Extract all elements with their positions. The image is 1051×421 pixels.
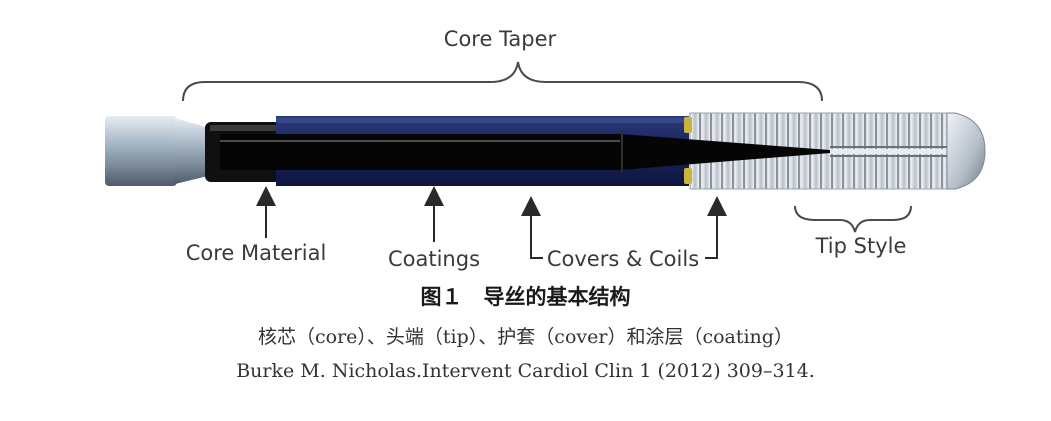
figure-citation: Burke M. Nicholas.Intervent Cardiol Clin… [236, 360, 815, 382]
tapered-core-wire [220, 130, 950, 173]
tip-style-brace [794, 205, 912, 233]
covers-coils-label: Covers & Coils [547, 247, 699, 271]
gold-marker-top [684, 117, 692, 133]
coatings-label: Coatings [388, 247, 480, 271]
core-material-label: Core Material [186, 241, 327, 265]
figure-subtitle: 核芯（core）、头端（tip）、护套（cover）和涂层（coating） [258, 326, 793, 348]
distal-tip-cap [946, 112, 986, 190]
core-taper-label: Core Taper [444, 27, 557, 51]
core-taper-brace [182, 61, 823, 102]
gold-marker-bottom [684, 168, 692, 184]
tip-style-label: Tip Style [815, 234, 907, 258]
figure-title: 图１ 导丝的基本结构 [420, 285, 631, 309]
proximal-steel-section [105, 116, 212, 186]
covers-bracket-line [530, 250, 718, 259]
